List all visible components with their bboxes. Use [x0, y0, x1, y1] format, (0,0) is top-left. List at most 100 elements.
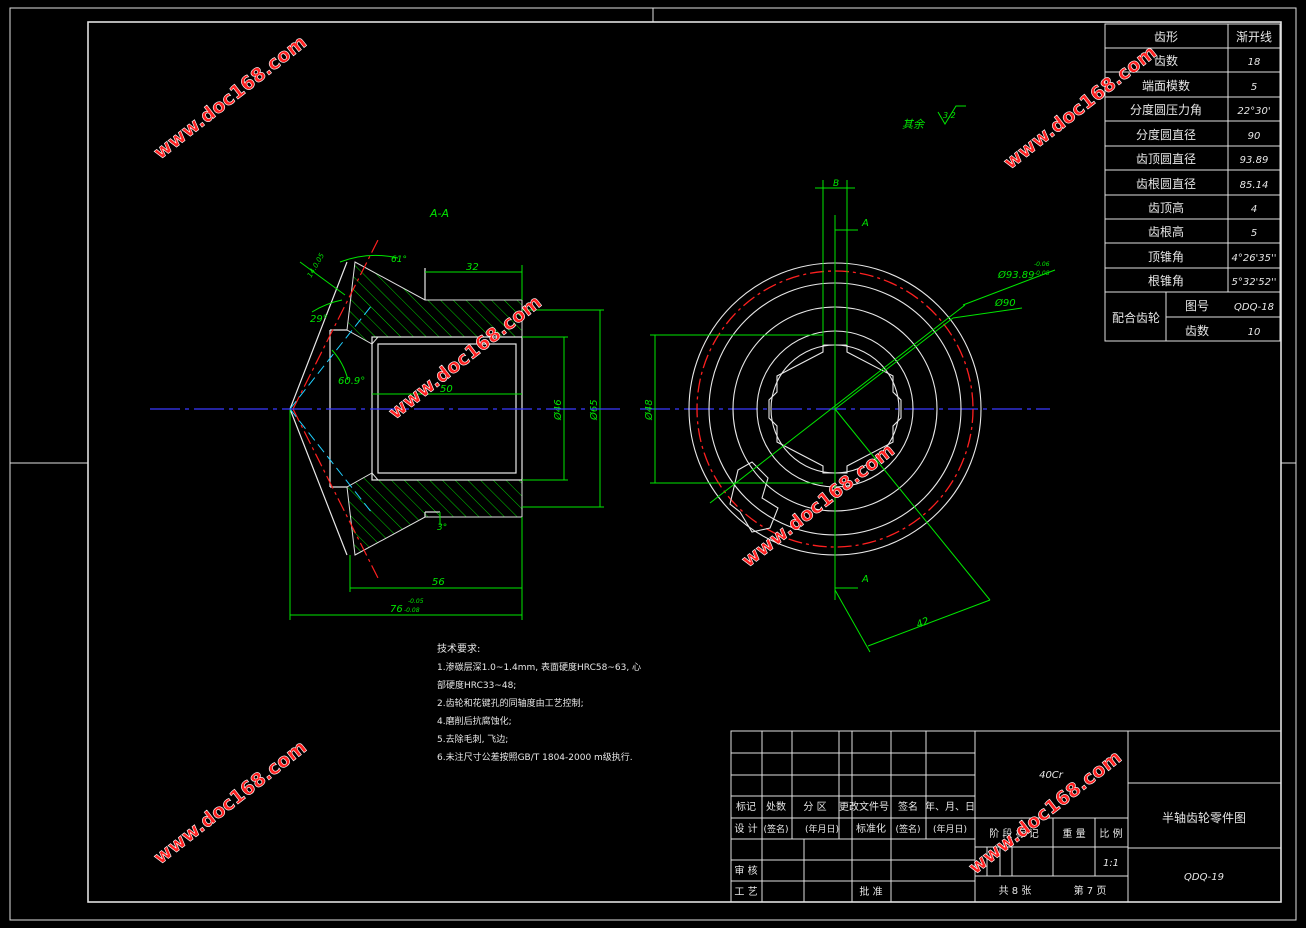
- tb-header-date: 年、月、日: [925, 800, 975, 813]
- svg-text:其余: 其余: [902, 118, 926, 131]
- roughness-symbol: 其余 3.2: [902, 105, 966, 131]
- tb-pizhun: 批 准: [859, 885, 882, 898]
- dim-76-tol-lower: -0.08: [404, 607, 420, 614]
- section-label: A-A: [429, 207, 449, 220]
- tb-sheji: 设 计: [734, 822, 757, 835]
- dim-dia48: Ø48: [643, 399, 655, 421]
- gear-parameter-table: 齿形 渐开线 齿数 18 端面模数 5 分度圆压力角 22°30' 分度圆直径 …: [1104, 23, 1281, 342]
- param-label-9: 顶锥角: [1148, 250, 1184, 264]
- tb-gongyi: 工 艺: [734, 886, 757, 898]
- sheet-frame: [9, 7, 1297, 921]
- param-label-5: 齿顶圆直径: [1136, 152, 1196, 166]
- param-value-5: 93.89: [1240, 155, 1269, 166]
- tb-stage-label: 阶 段 标 记: [989, 827, 1039, 840]
- tb-drawing-no: QDQ-19: [1184, 872, 1224, 883]
- param-label-7: 齿顶高: [1148, 200, 1184, 215]
- param-value-9: 4°26'35'': [1231, 253, 1276, 264]
- param-value-1: 18: [1248, 57, 1261, 68]
- dim-32: 32: [466, 262, 479, 273]
- end-view: B A A Ø48 Ø93.89 -0.06 -0.08 Ø90 42: [643, 179, 1056, 653]
- dim-angle-3: 3°: [437, 523, 447, 533]
- cone-lines: [289, 304, 373, 514]
- tb-scale-label: 比 例: [1099, 827, 1122, 840]
- dim-angle-61: 61°: [391, 255, 407, 265]
- param-value-3: 22°30': [1237, 106, 1270, 117]
- tech-line-5: 5.去除毛刺, 飞边;: [437, 733, 508, 745]
- dim-angle-609: 60.9°: [338, 376, 365, 387]
- tb-header-fenqu: 分 区: [803, 801, 826, 813]
- tech-line-4: 4.磨削后抗腐蚀化;: [437, 715, 512, 727]
- dim-56: 56: [432, 577, 445, 588]
- dim-42: 42: [915, 616, 931, 631]
- dim-dia46: Ø46: [552, 399, 564, 421]
- section-view: A-A: [289, 105, 966, 620]
- param-value-2: 5: [1251, 82, 1257, 93]
- dim-dia90: Ø90: [994, 297, 1016, 309]
- param-label-6: 齿根圆直径: [1136, 177, 1196, 191]
- tb-date-2: (年月日): [933, 823, 967, 835]
- param-value-6: 85.14: [1240, 180, 1269, 191]
- tech-heading: 技术要求:: [437, 642, 480, 655]
- param-label-4: 分度圆直径: [1136, 127, 1196, 142]
- tb-date-1: (年月日): [805, 823, 839, 835]
- cut-label-a-top: A: [861, 218, 869, 229]
- mate-label-0: 图号: [1185, 299, 1209, 313]
- watermark-6: www.doc168.com: [965, 746, 1126, 879]
- tb-header-qianming: 签名: [898, 800, 918, 813]
- param-value-0: 渐开线: [1236, 30, 1272, 44]
- param-value-7: 4: [1251, 204, 1257, 215]
- mate-label-1: 齿数: [1185, 323, 1209, 338]
- mate-value-1: 10: [1248, 327, 1261, 338]
- param-label-1: 齿数: [1154, 53, 1178, 68]
- dim-angle-29: 29°: [310, 314, 328, 325]
- svg-text:3.2: 3.2: [943, 111, 956, 120]
- tech-line-2: 部硬度HRC33~48;: [437, 679, 516, 691]
- tb-header-chushu: 处数: [766, 800, 786, 813]
- param-value-8: 5: [1251, 228, 1257, 239]
- dim-dia65: Ø65: [588, 399, 600, 421]
- tb-part-name: 半轴齿轮零件图: [1162, 810, 1246, 825]
- watermark-4: www.doc168.com: [738, 439, 899, 572]
- param-value-10: 5°32'52'': [1231, 277, 1276, 288]
- dim-dia9389: Ø93.89: [997, 269, 1035, 281]
- dim-dia9389-tol-upper: -0.06: [1034, 261, 1050, 268]
- param-label-0: 齿形: [1154, 30, 1178, 44]
- tb-sheets-total: 共 8 张: [999, 885, 1032, 897]
- tb-header-biaoji: 标记: [736, 801, 756, 813]
- tech-line-3: 2.齿轮和花键孔的同轴度由工艺控制;: [437, 697, 584, 709]
- tb-sign-1: (签名): [763, 823, 788, 835]
- tb-scale-value: 1:1: [1103, 858, 1119, 869]
- tb-header-genggai: 更改文件号: [839, 800, 889, 813]
- tech-line-6: 6.未注尺寸公差按照GB/T 1804-2000 m级执行.: [437, 751, 633, 763]
- dim-50: 50: [440, 384, 453, 395]
- dim-dia9389-tol-lower: -0.08: [1034, 270, 1050, 277]
- mate-gear-label: 配合齿轮: [1112, 310, 1160, 325]
- watermark-5: www.doc168.com: [150, 736, 311, 869]
- param-label-8: 齿根高: [1148, 224, 1184, 239]
- technical-notes: 技术要求: 1.渗碳层深1.0~1.4mm, 表面硬度HRC58~63, 心 部…: [437, 642, 641, 763]
- param-label-2: 端面模数: [1142, 78, 1190, 93]
- spline-hole: [768, 344, 902, 474]
- dim-76-tol-upper: -0.05: [408, 598, 424, 605]
- mate-value-0: QDQ-18: [1234, 302, 1274, 313]
- tb-sign-2: (签名): [895, 823, 920, 835]
- tech-line-1: 1.渗碳层深1.0~1.4mm, 表面硬度HRC58~63, 心: [437, 661, 641, 673]
- param-label-10: 根锥角: [1148, 274, 1184, 288]
- section-hatch-lower: [346, 472, 523, 556]
- tb-sheet-no: 第 7 页: [1074, 884, 1107, 897]
- tb-shenhe: 审 核: [734, 864, 757, 877]
- dim-chamfer: 14.0.05: [306, 251, 327, 279]
- param-value-4: 90: [1248, 131, 1261, 142]
- tb-material: 40Cr: [1039, 770, 1064, 781]
- title-block: 标记 处数 分 区 更改文件号 签名 年、月、日 设 计 (签名) (年月日) …: [730, 730, 1282, 903]
- key-label-b: B: [833, 179, 839, 189]
- pitch-lines: [292, 239, 379, 579]
- watermark-1: www.doc168.com: [150, 31, 311, 164]
- dim-76: 76: [390, 604, 403, 615]
- gear-tooth: [729, 461, 779, 533]
- tb-weight-label: 重 量: [1062, 827, 1085, 840]
- param-label-3: 分度圆压力角: [1130, 102, 1202, 117]
- end-view-dimensions: [650, 180, 1056, 653]
